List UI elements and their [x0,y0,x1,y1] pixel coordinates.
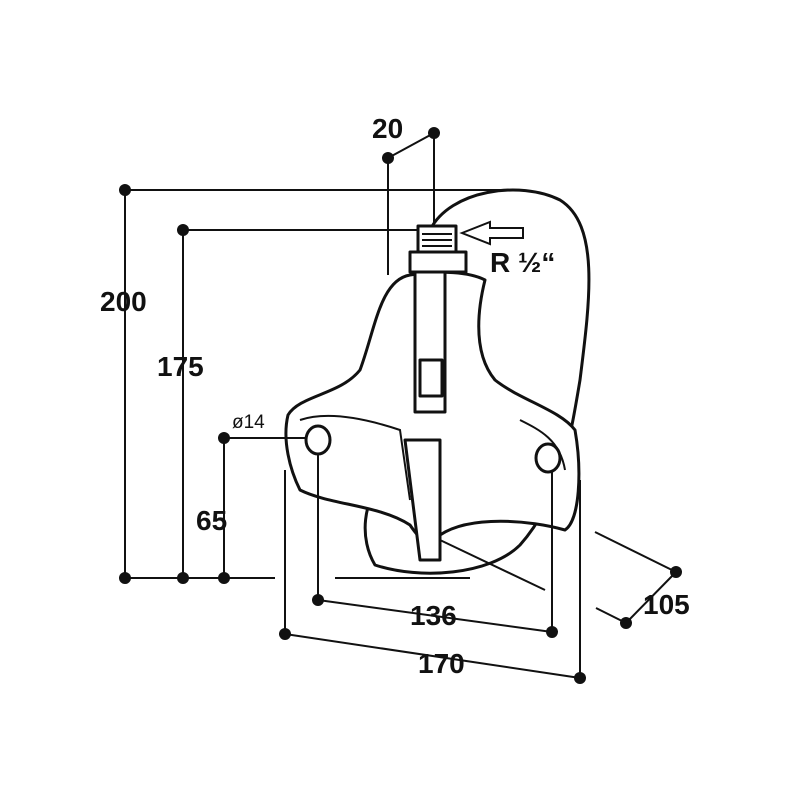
valve-nut [418,358,444,398]
mounting-hole-left [304,424,332,456]
mounting-hole-right [534,442,562,474]
label-total-height: 200 [100,286,147,317]
thread-arrow-icon [459,220,524,246]
label-hole-height: 65 [196,505,227,536]
label-total-width: 170 [418,648,465,679]
body-contour [299,414,566,501]
label-hole-spacing: 136 [410,600,457,631]
label-inlet-height: 175 [157,351,204,382]
label-hole-diameter: ø14 [232,412,265,433]
dimension-dots [119,127,682,684]
dimension-lines [124,132,677,679]
label-thread: R ½“ [490,247,555,278]
label-top-width: 20 [372,113,403,144]
center-rib [403,438,442,562]
hex-nut [408,250,468,274]
label-depth: 105 [643,589,690,620]
